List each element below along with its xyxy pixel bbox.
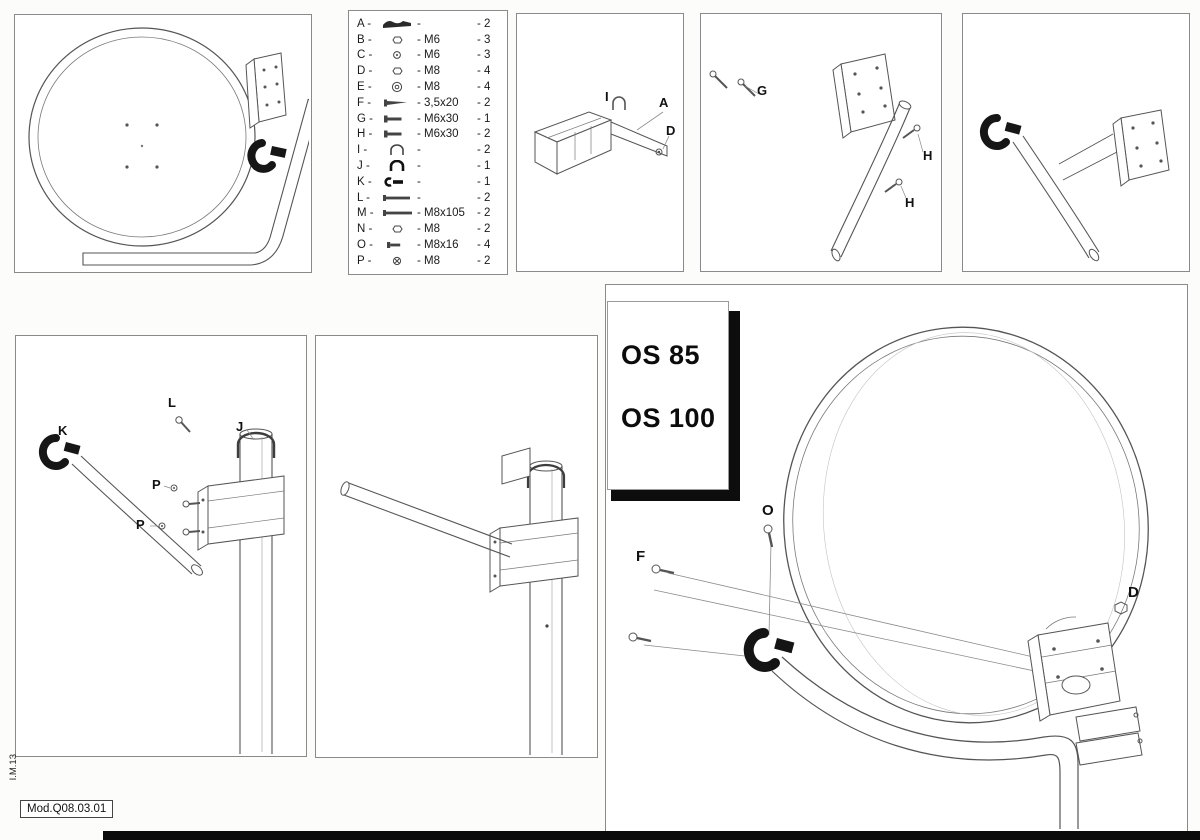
washer-icon bbox=[381, 49, 417, 61]
nut-icon bbox=[381, 34, 417, 46]
mast-clamp-icon bbox=[38, 433, 81, 470]
nut-icon bbox=[381, 65, 417, 77]
feed-arm-drawing bbox=[533, 96, 670, 175]
label-j: J bbox=[236, 419, 244, 434]
parts-row: B - - M6 - 3 bbox=[357, 33, 491, 46]
mount-bracket-icon bbox=[1027, 616, 1143, 766]
mast-icon bbox=[529, 460, 563, 755]
parts-row: M - - M8x105 - 2 bbox=[357, 207, 491, 220]
bent-pole-icon bbox=[82, 98, 309, 266]
parts-row: D - - M8 - 4 bbox=[357, 65, 491, 78]
doc-code-box: Mod.Q08.03.01 bbox=[20, 800, 114, 818]
u-bolt-dark-icon bbox=[381, 160, 417, 172]
panel-mast-assembled bbox=[315, 335, 598, 758]
side-code: I.M.13 bbox=[8, 754, 19, 781]
u-bolt-j-icon bbox=[236, 431, 276, 458]
parts-list: A - - - 2 B - - M6 - 3 C - - M6 - 3 D - … bbox=[348, 10, 508, 275]
screw-g-icon bbox=[709, 70, 756, 97]
bolt-icon bbox=[381, 113, 417, 125]
parts-row: I - - - 2 bbox=[357, 144, 491, 157]
mast-assembled-drawing bbox=[340, 447, 579, 755]
screw-o-icon bbox=[763, 524, 774, 548]
bolt-l-icon bbox=[175, 416, 191, 433]
plate-icon bbox=[381, 18, 417, 30]
nut-icon bbox=[381, 223, 417, 235]
label-g: G bbox=[757, 83, 768, 98]
pole-icon bbox=[71, 455, 203, 576]
pole-icon bbox=[340, 481, 513, 558]
label-h2: H bbox=[905, 195, 915, 210]
parts-row: N - - M8 - 2 bbox=[357, 223, 491, 236]
model-name-os100: OS 100 bbox=[621, 403, 716, 433]
label-l: L bbox=[168, 395, 176, 410]
dish-icon bbox=[783, 326, 1149, 724]
model-box-shadow-horizontal bbox=[611, 488, 740, 501]
bolt-short-icon bbox=[381, 239, 417, 251]
label-d: D bbox=[666, 123, 676, 138]
model-box-shadow-vertical bbox=[727, 311, 740, 501]
screw-f-icon bbox=[628, 564, 675, 643]
label-p1: P bbox=[152, 477, 161, 492]
u-bolt-j-icon bbox=[501, 447, 566, 488]
pole-icon bbox=[1012, 135, 1100, 262]
label-o: O bbox=[762, 502, 774, 519]
parts-row: G - - M6x30 - 1 bbox=[357, 112, 491, 125]
clamp-plates-icon bbox=[489, 517, 579, 593]
pole-icon bbox=[830, 100, 912, 262]
panel-mast-exploded: K L J P P bbox=[15, 335, 307, 757]
model-name-os85: OS 85 bbox=[621, 340, 701, 370]
u-bolt-icon bbox=[381, 144, 417, 156]
label-d: D bbox=[1128, 584, 1139, 601]
washer-large-icon bbox=[381, 81, 417, 93]
parts-row: J - - - 1 bbox=[357, 160, 491, 173]
label-p2: P bbox=[136, 517, 145, 532]
mast-clamp-icon bbox=[979, 113, 1022, 150]
mast-clamp-icon bbox=[743, 628, 795, 672]
model-box: OS 85 OS 100 bbox=[607, 301, 729, 490]
label-f: F bbox=[636, 548, 646, 565]
main-assembly-drawing bbox=[628, 326, 1149, 829]
screw-icon bbox=[381, 97, 417, 109]
panel-wall-mount: G H H bbox=[700, 13, 942, 272]
parts-row: C - - M6 - 3 bbox=[357, 49, 491, 62]
doc-code: Mod.Q08.03.01 bbox=[27, 803, 107, 815]
dish-front-drawing bbox=[28, 27, 309, 266]
parts-row: A - - - 2 bbox=[357, 17, 491, 30]
wall-plate-icon bbox=[832, 53, 896, 139]
bolt-long-icon bbox=[381, 207, 417, 219]
parts-row: P - - M8 - 2 bbox=[357, 254, 491, 267]
bracket-plate-icon bbox=[1112, 109, 1170, 187]
clamp-plates-icon bbox=[182, 475, 285, 551]
panel-feed-arm: I A D bbox=[516, 13, 684, 272]
bolt-long-icon bbox=[381, 192, 417, 204]
washer-p-icon bbox=[158, 484, 178, 530]
bolt-icon bbox=[381, 128, 417, 140]
mast-exploded-drawing bbox=[38, 416, 285, 754]
label-a: A bbox=[659, 95, 669, 110]
dish-bracket-plate-icon bbox=[245, 52, 287, 129]
panel-dish-front bbox=[14, 14, 312, 273]
label-i: I bbox=[605, 89, 609, 104]
label-h1: H bbox=[923, 148, 933, 163]
parts-row: O - - M8x16 - 4 bbox=[357, 239, 491, 252]
spring-washer-icon bbox=[381, 255, 417, 267]
scan-edge-artifact bbox=[103, 831, 1200, 840]
parts-row: H - - M6x30 - 2 bbox=[357, 128, 491, 141]
bolt-h-icon bbox=[884, 124, 921, 193]
nut-d-icon bbox=[1114, 601, 1128, 615]
parts-row: L - - - 2 bbox=[357, 191, 491, 204]
parts-list-table: A - - - 2 B - - M6 - 3 C - - M6 - 3 D - … bbox=[349, 11, 507, 274]
wall-mount-drawing bbox=[709, 53, 924, 262]
label-k: K bbox=[58, 423, 68, 438]
u-bolt-part-icon bbox=[612, 96, 626, 110]
clamp-icon bbox=[381, 176, 417, 188]
panel-pole-clamp bbox=[962, 13, 1190, 272]
parts-row: E - - M8 - 4 bbox=[357, 81, 491, 94]
mast-clamp-icon bbox=[247, 139, 287, 173]
bent-pole-icon bbox=[771, 656, 1079, 829]
parts-row: F - - 3,5x20 - 2 bbox=[357, 96, 491, 109]
panel-main-assembly: O F D bbox=[605, 284, 1188, 832]
parts-row: K - - - 1 bbox=[357, 175, 491, 188]
pole-clamp-drawing bbox=[979, 109, 1170, 262]
